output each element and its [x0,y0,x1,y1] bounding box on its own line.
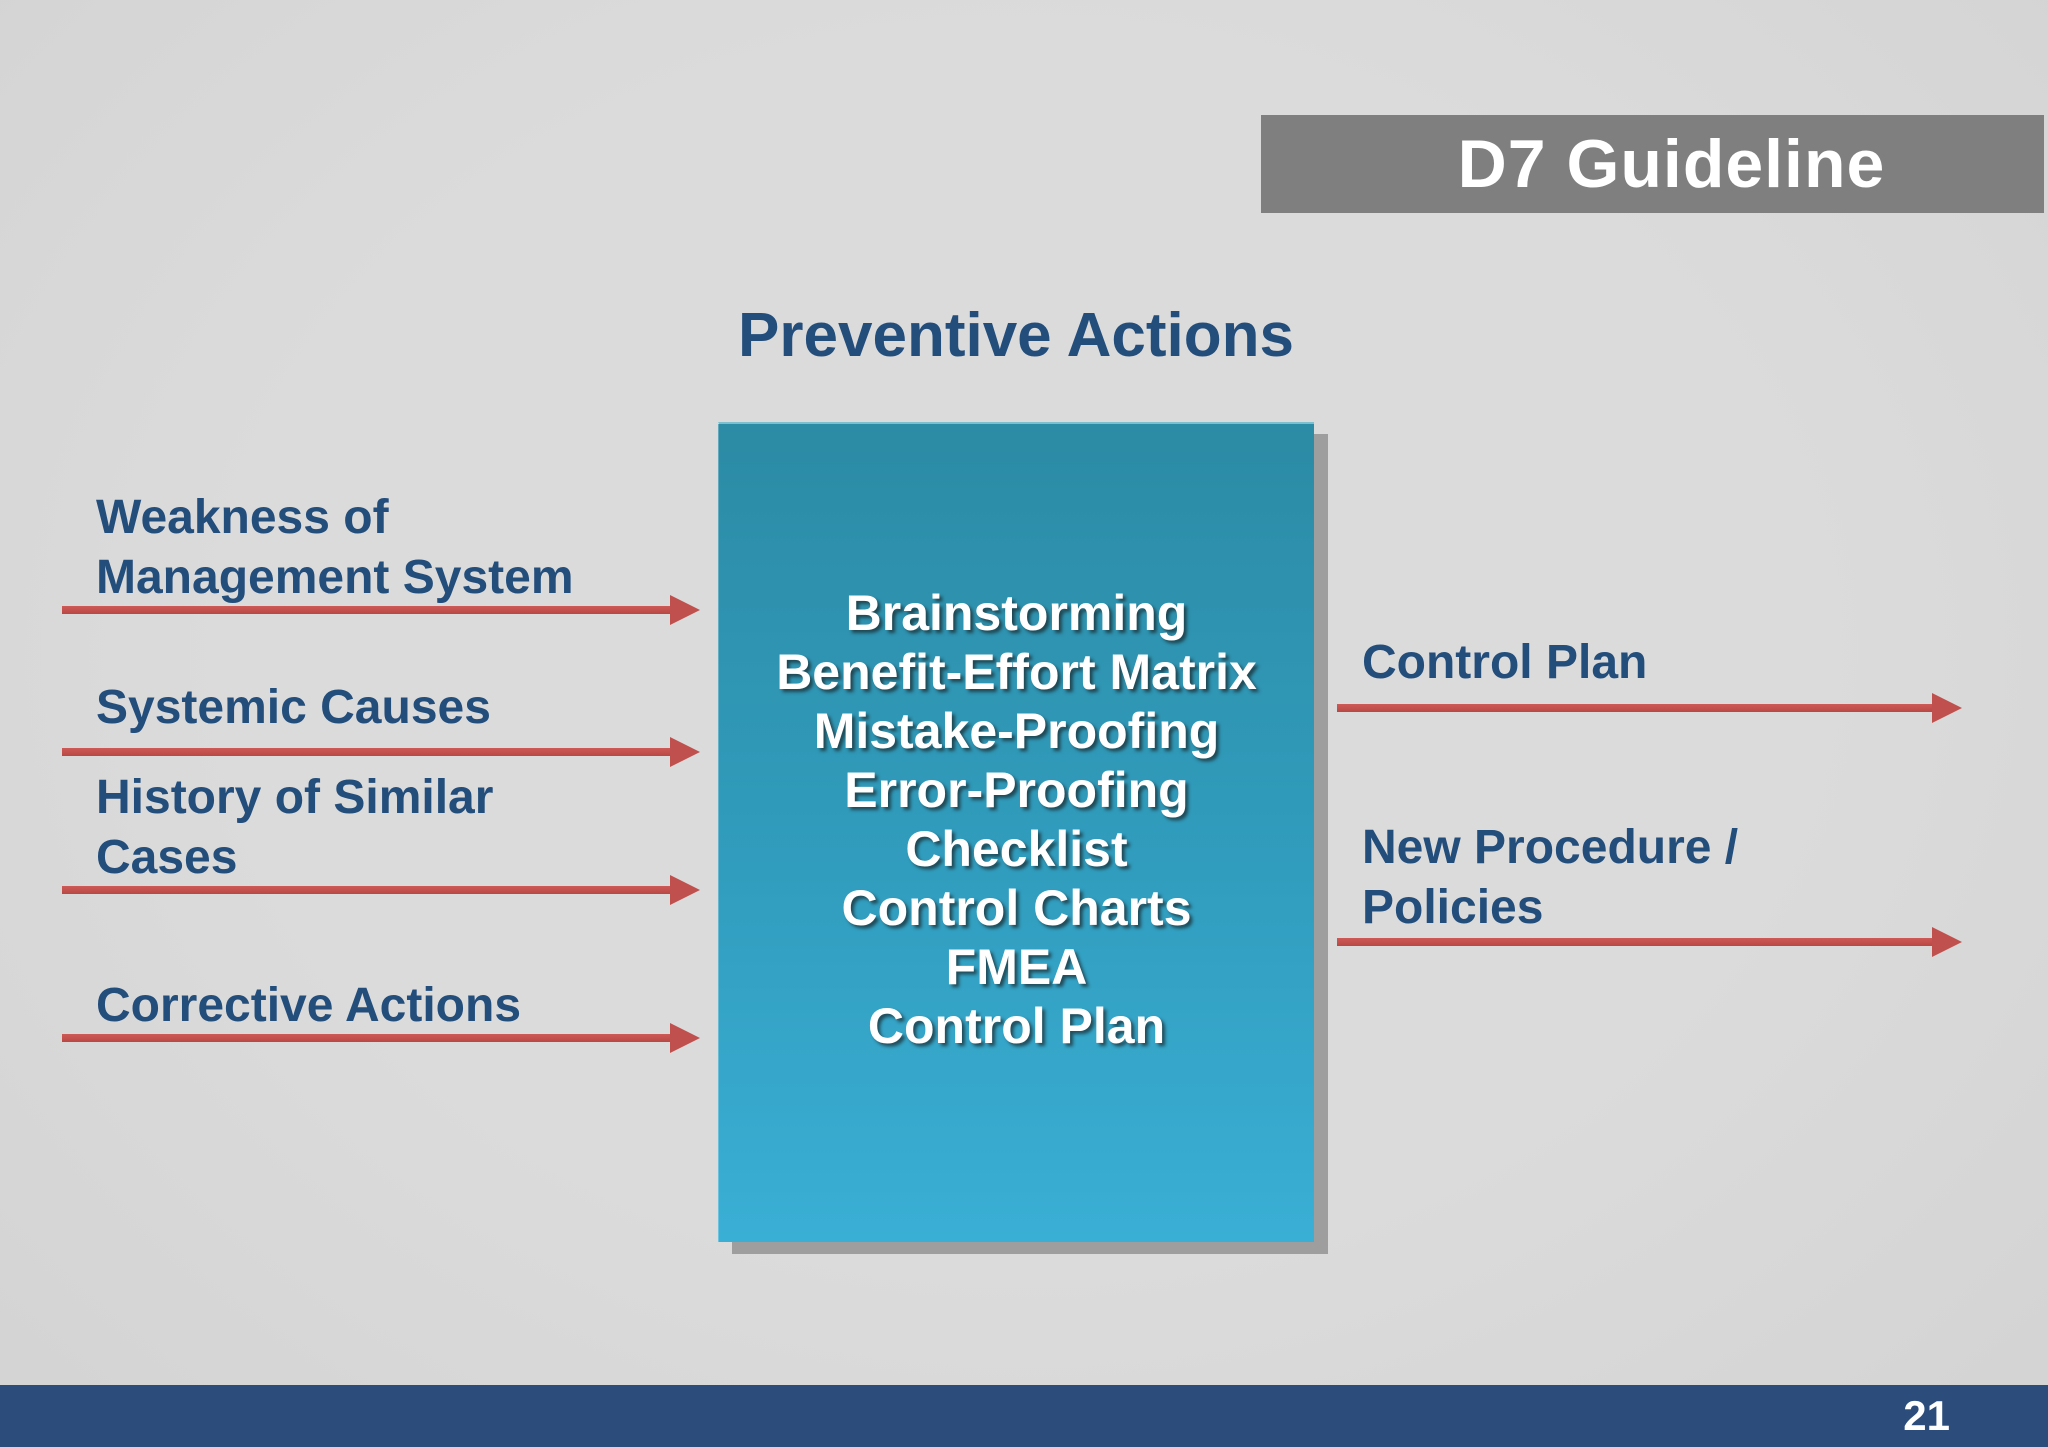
input-arrow-systemic-causes [62,737,700,767]
input-arrow-weakness [62,595,700,625]
arrow-shaft [62,886,674,894]
input-label-line: Systemic Causes [96,681,491,734]
arrow-head-icon [670,737,700,767]
slide-title-banner: D7 Guideline [1261,115,2044,213]
preventive-actions-box: Brainstorming Benefit-Effort Matrix Mist… [718,422,1314,1242]
input-label-systemic-causes: Systemic Causes [96,678,491,738]
input-label-line: Weakness of [96,491,389,544]
output-label-control-plan: Control Plan [1362,633,1647,693]
section-heading: Preventive Actions [738,301,1294,370]
arrow-head-icon [1932,927,1962,957]
box-item-error-proofing: Error-Proofing [844,762,1189,818]
input-label-corrective-actions: Corrective Actions [96,976,521,1036]
arrow-head-icon [670,1023,700,1053]
input-arrow-history [62,875,700,905]
input-label-line: Corrective Actions [96,979,522,1032]
output-label-line: New Procedure / [1362,821,1739,874]
arrow-head-icon [670,595,700,625]
input-label-line: Cases [96,831,238,884]
output-label-line: Control Plan [1362,636,1648,689]
input-label-history: History of Similar Cases [96,768,493,888]
arrow-shaft [62,1034,674,1042]
arrow-shaft [62,748,674,756]
output-label-line: Policies [1362,881,1544,934]
input-arrow-corrective-actions [62,1023,700,1053]
arrow-shaft [1337,704,1936,712]
input-label-line: History of Similar [96,771,494,824]
box-item-benefit-effort: Benefit-Effort Matrix [776,644,1257,700]
box-item-fmea: FMEA [945,939,1088,995]
arrow-shaft [62,606,674,614]
footer-bar: 21 [0,1385,2048,1447]
box-item-brainstorming: Brainstorming [845,585,1188,641]
arrow-shaft [1337,938,1936,946]
box-item-control-plan: Control Plan [867,998,1166,1054]
output-arrow-control-plan [1337,693,1962,723]
output-label-new-procedure: New Procedure / Policies [1362,818,1738,938]
arrow-head-icon [670,875,700,905]
arrow-head-icon [1932,693,1962,723]
box-item-mistake-proofing: Mistake-Proofing [813,703,1220,759]
box-item-checklist: Checklist [905,821,1128,877]
input-label-weakness: Weakness of Management System [96,488,574,608]
slide-title: D7 Guideline [1457,126,1886,202]
output-arrow-new-procedure [1337,927,1962,957]
page-number: 21 [1903,1392,1950,1439]
box-item-control-charts: Control Charts [841,880,1192,936]
input-label-line: Management System [96,551,574,604]
